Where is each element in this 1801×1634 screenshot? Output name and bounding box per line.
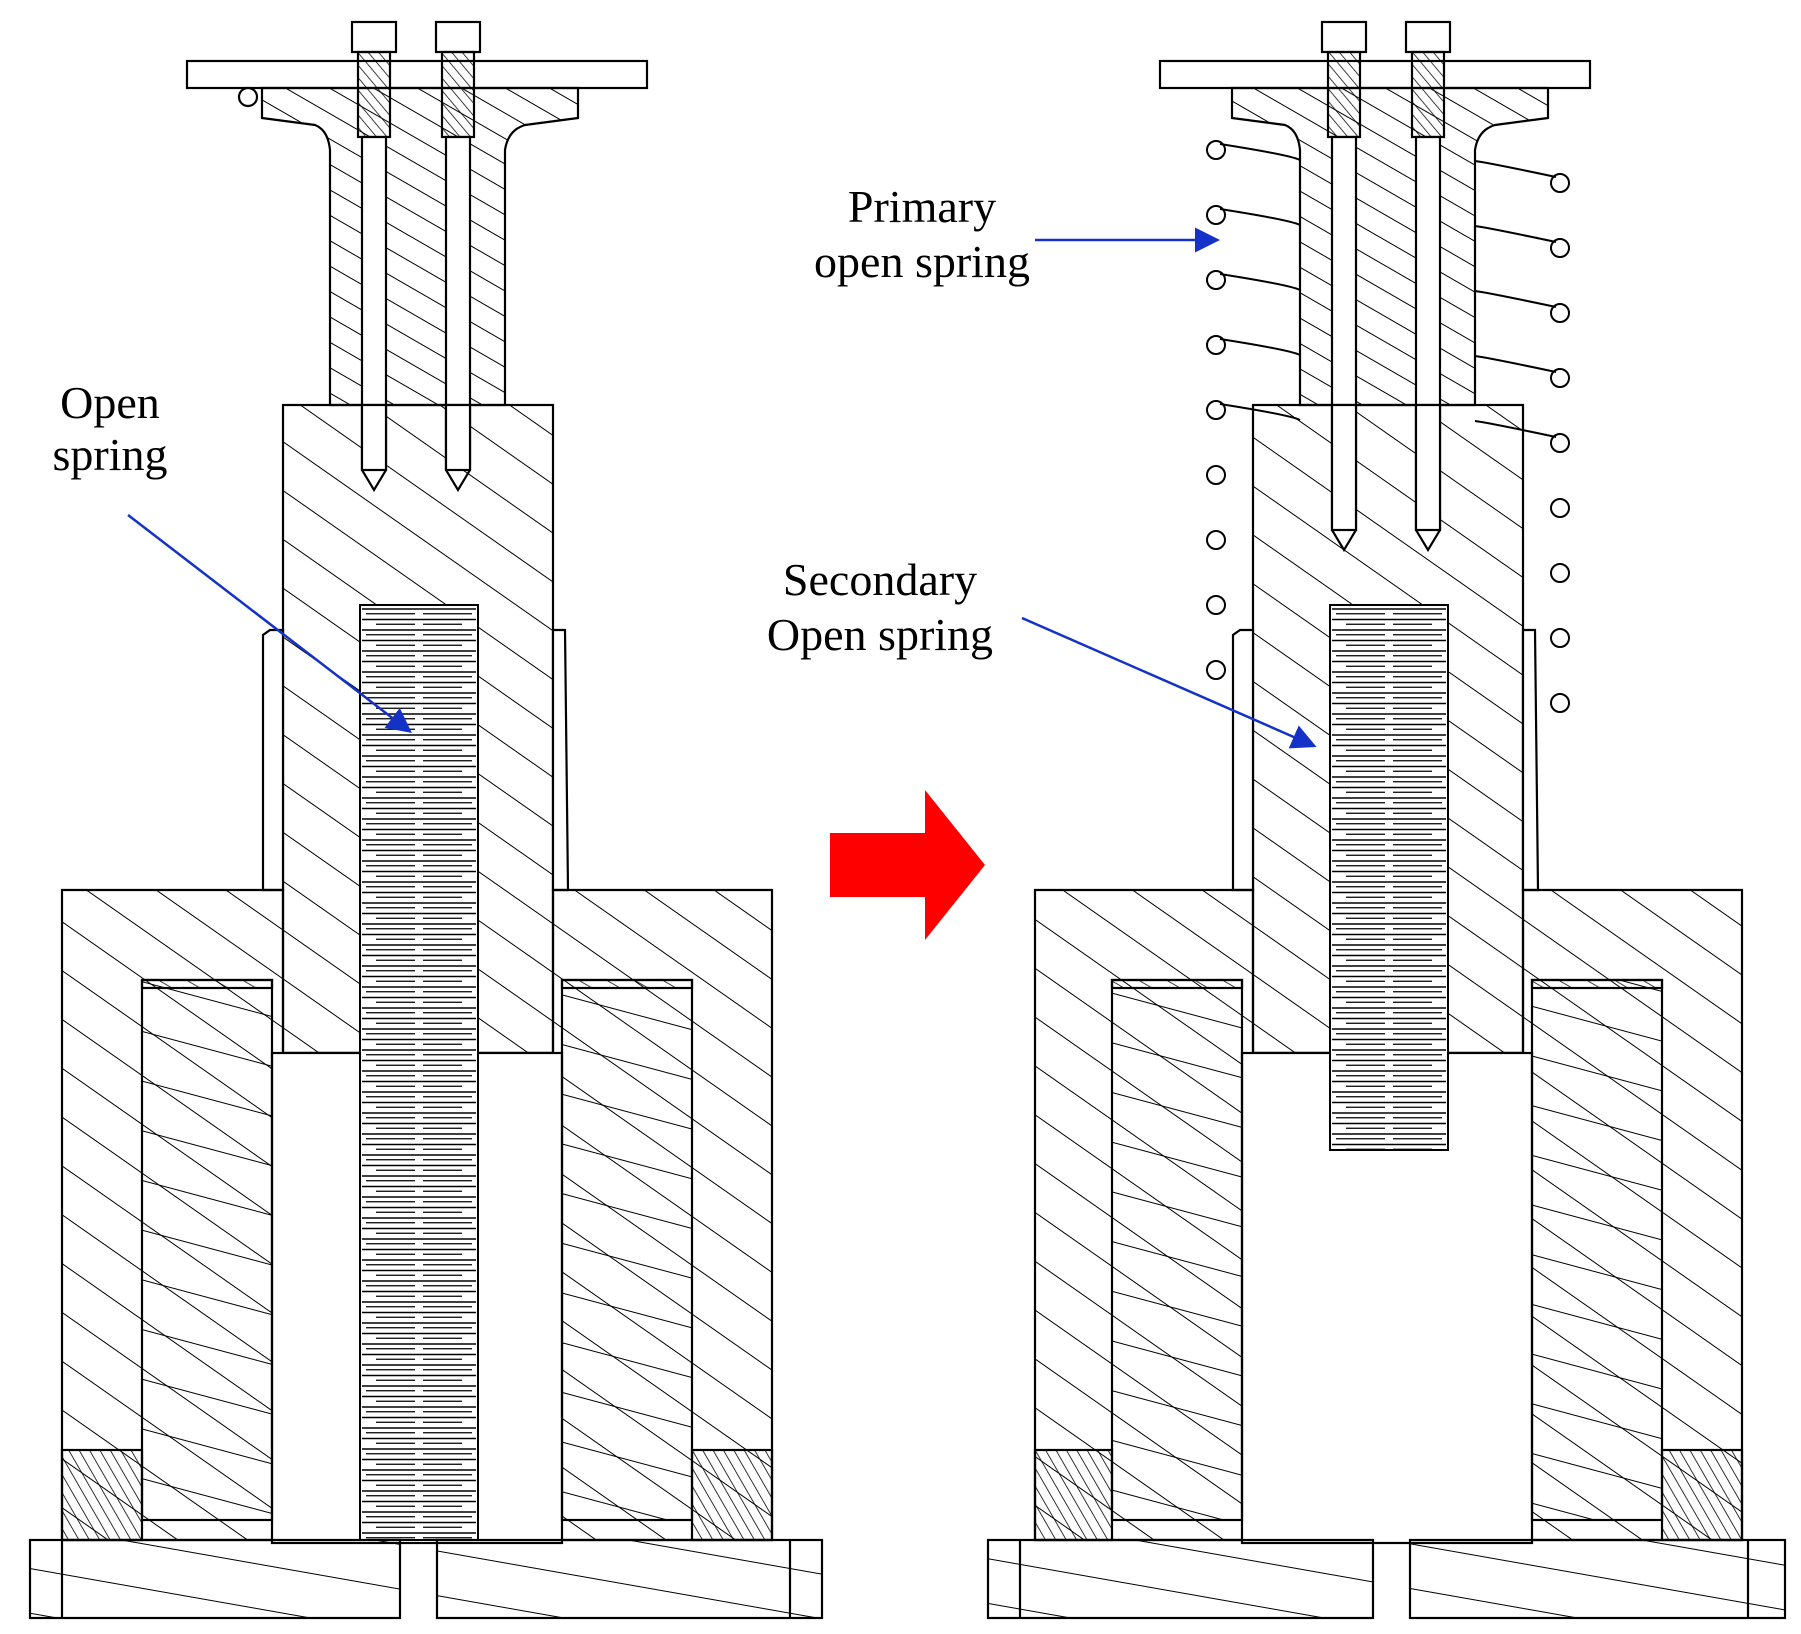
transition-arrow (830, 790, 985, 940)
right-neck-flange (1230, 86, 1550, 407)
secondary-spring-arrow (1021, 616, 1317, 749)
right-top-plate (1158, 59, 1592, 90)
open-spring-arrow (127, 514, 412, 734)
left-open-spring-stack (359, 604, 479, 1541)
left-actuator (28, 20, 824, 1620)
left-bolts (350, 20, 482, 493)
primary-label-line2: open spring (814, 236, 1030, 287)
right-secondary-spring-stack (1329, 604, 1449, 1151)
left-neck-flange (260, 86, 580, 407)
left-foot-right (435, 1538, 824, 1620)
secondary-label-line2: Open spring (767, 609, 993, 660)
right-foot-right (1408, 1538, 1787, 1620)
annotation-open-spring: Open spring (53, 377, 412, 734)
left-coil-right (560, 978, 694, 1522)
right-actuator (986, 20, 1787, 1620)
primary-label-line1: Primary (848, 181, 996, 232)
secondary-label-line1: Secondary (783, 554, 977, 605)
open-spring-label-line2: spring (53, 429, 168, 480)
left-top-plate (185, 59, 649, 90)
annotation-primary-open-spring: Primary open spring (814, 181, 1220, 287)
left-foot-left (28, 1538, 402, 1620)
right-primary-open-spring (1206, 140, 1570, 713)
annotation-secondary-open-spring: Secondary Open spring (767, 554, 1317, 749)
open-spring-label-line1: Open (60, 377, 160, 428)
right-coil-right (1530, 978, 1664, 1522)
left-coil-left (140, 978, 274, 1522)
right-coil-left (1110, 978, 1244, 1522)
right-foot-left (986, 1538, 1375, 1620)
